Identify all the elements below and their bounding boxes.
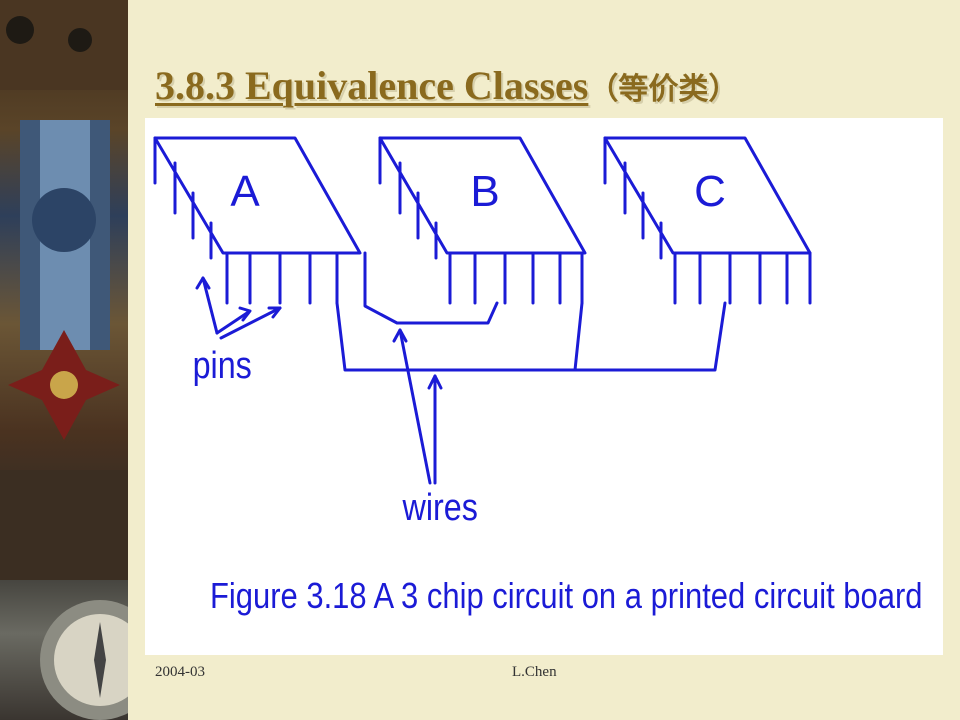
figure-caption: Figure 3.18 A 3 chip circuit on a printe…: [210, 575, 923, 616]
wires-arrows: [392, 328, 443, 485]
chip-b: B: [378, 136, 587, 305]
slide-title: 3.8.3 Equivalence Classes（等价类）: [155, 62, 738, 109]
footer-author: L.Chen: [512, 664, 557, 680]
decorative-side-strip: [0, 0, 128, 720]
slide-title-cjk: （等价类）: [588, 72, 739, 107]
compass-decoration-icon: [40, 600, 128, 720]
medal-decoration-icon: [8, 330, 120, 440]
circuit-figure: A B: [145, 118, 943, 655]
pins-arrows: [195, 276, 282, 340]
chip-b-label: B: [470, 167, 499, 216]
wires: [335, 251, 727, 372]
footer-date: 2004-03: [155, 664, 205, 680]
slide-title-text: 3.8.3 Equivalence Classes: [155, 63, 589, 108]
circuit-diagram: A B: [153, 136, 812, 529]
pins-label: pins: [193, 345, 252, 387]
chip-c: C: [603, 136, 812, 305]
decorative-artwork: [0, 0, 128, 720]
chip-c-label: C: [694, 167, 726, 216]
chip-a: A: [153, 136, 362, 305]
wires-label: wires: [402, 487, 478, 529]
chip-a-label: A: [230, 167, 260, 216]
